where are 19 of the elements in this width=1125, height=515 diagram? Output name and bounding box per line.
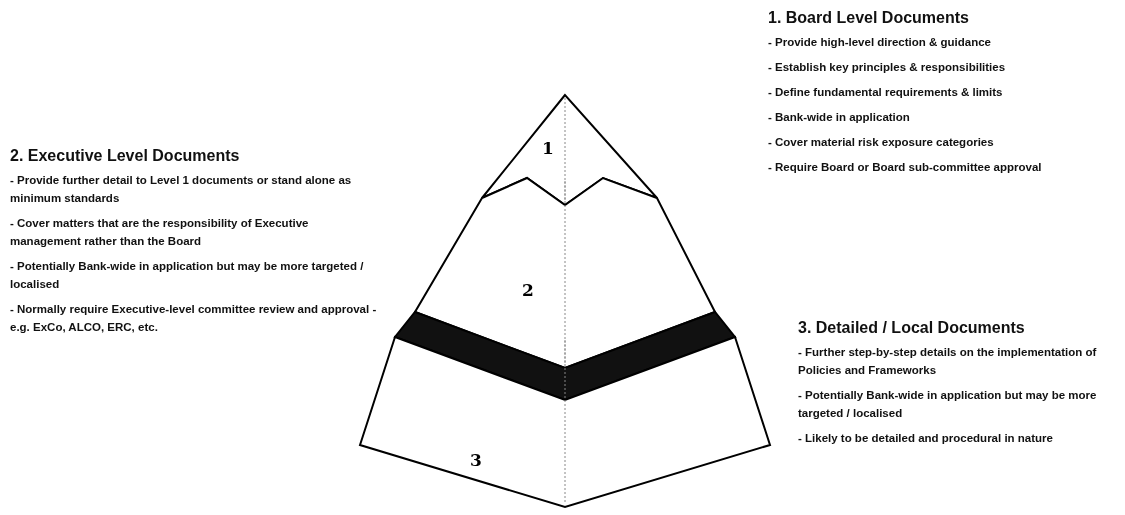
bullet-text: - Further step-by-step details on the implementation of Policies and Frameworks	[798, 345, 1098, 378]
bullet-text: - Cover material risk exposure categories	[768, 135, 995, 150]
bullet-text: - Potentially Bank-wide in application but may be more targeted / localised	[798, 388, 1098, 421]
bullet-text: - Define fundamental requirements & limits	[768, 85, 1004, 100]
bullet-text: - Bank-wide in application	[768, 110, 911, 125]
bullet-text: - Require Board or Board sub-committee approval	[768, 160, 1043, 175]
tier-number: 3	[470, 452, 482, 469]
bullet-text: - Likely to be detailed and procedural in nature	[798, 431, 1054, 446]
section-heading: 2. Executive Level Documents	[10, 146, 241, 166]
bullet-text: - Cover matters that are the responsibility of Executive management rather than the Board	[10, 216, 310, 249]
section-heading: 3. Detailed / Local Documents	[798, 318, 1026, 338]
bullet-text: - Potentially Bank-wide in application but may be more targeted / localised	[10, 259, 365, 292]
bullet-text: - Provide high-level direction & guidance	[768, 35, 992, 50]
tier-number: 1	[542, 140, 554, 157]
tier-number: 2	[522, 282, 534, 299]
bullet-text: - Establish key principles & responsibilities	[768, 60, 1007, 75]
bullet-text: - Normally require Executive-level committee review and approval - e.g. ExCo, ALCO, ERC, etc.	[10, 302, 378, 335]
bullet-text: - Provide further detail to Level 1 documents or stand alone as minimum standards	[10, 173, 353, 206]
section-heading: 1. Board Level Documents	[768, 8, 970, 28]
